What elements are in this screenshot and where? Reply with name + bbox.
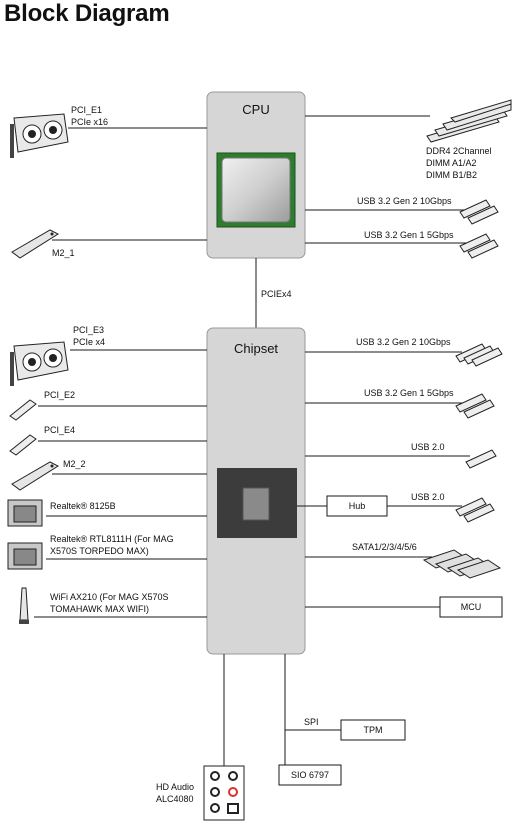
graphics-card-icon — [10, 341, 69, 386]
m2-2-label: M2_2 — [63, 459, 86, 469]
audio-jack-panel-icon — [203, 765, 245, 821]
tpm-box — [340, 719, 406, 741]
ddr4-label: DDR4 2Channel — [426, 146, 492, 156]
sata-label: SATA1/2/3/4/5/6 — [352, 542, 417, 552]
chipset-chip-icon — [217, 468, 297, 538]
pci-e1-label: PCI_E1 — [71, 105, 102, 115]
usb-drive-icon — [465, 449, 497, 469]
wifi-ax210-model-label: TOMAHAWK MAX WIFI) — [50, 604, 149, 614]
usb-drive-icon — [455, 393, 495, 419]
chipset-usb2-label: USB 2.0 — [411, 442, 445, 452]
hub-label: Hub — [349, 501, 366, 511]
m2-ssd-icon — [11, 461, 60, 491]
cpu-label: CPU — [242, 102, 269, 117]
dimm-a-label: DIMM A1/A2 — [426, 158, 477, 168]
cpu-chip-icon — [216, 152, 296, 228]
cpu-usb-gen2-label: USB 3.2 Gen 2 10Gbps — [357, 196, 452, 206]
m2-1-label: M2_1 — [52, 248, 75, 258]
ethernet-port-icon — [7, 499, 43, 527]
usb-drive-icon — [459, 233, 499, 259]
sata-drive-icon — [422, 549, 502, 579]
realtek-8125b-label: Realtek® 8125B — [50, 501, 116, 511]
tpm-label: TPM — [364, 725, 383, 735]
dimm-memory-icon — [426, 99, 512, 143]
ethernet-port-icon — [7, 542, 43, 570]
realtek-rtl8111h-model-label: X570S TORPEDO MAX) — [50, 546, 149, 556]
wifi-ax210-label: WiFi AX210 (For MAG X570S — [50, 592, 169, 602]
chipset-usb-gen1-label: USB 3.2 Gen 1 5Gbps — [364, 388, 454, 398]
m2-ssd-icon — [11, 229, 60, 259]
wifi-antenna-icon — [19, 587, 29, 624]
spi-label: SPI — [304, 717, 319, 727]
cpu-block: CPU — [206, 91, 306, 259]
hd-audio-label: HD Audio — [156, 782, 194, 792]
alc4080-label: ALC4080 — [156, 794, 194, 804]
pcie-slot-icon — [9, 434, 37, 456]
pci-e3-type-label: PCIe x4 — [73, 337, 105, 347]
mcu-label: MCU — [461, 602, 482, 612]
pciex4-label: PCIEx4 — [261, 289, 292, 299]
pci-e3-label: PCI_E3 — [73, 325, 104, 335]
pci-e4-label: PCI_E4 — [44, 425, 75, 435]
sio-box — [278, 764, 342, 786]
pci-e1-type-label: PCIe x16 — [71, 117, 108, 127]
pci-e2-label: PCI_E2 — [44, 390, 75, 400]
usb-drive-icon — [455, 343, 503, 367]
usb-drive-icon — [459, 199, 499, 225]
page-title: Block Diagram — [4, 0, 170, 27]
usb-drive-icon — [455, 497, 495, 523]
chipset-usb-gen2-label: USB 3.2 Gen 2 10Gbps — [356, 337, 451, 347]
graphics-card-icon — [10, 113, 69, 158]
cpu-usb-gen1-label: USB 3.2 Gen 1 5Gbps — [364, 230, 454, 240]
sio-label: SIO 6797 — [291, 770, 329, 780]
chipset-label: Chipset — [234, 341, 278, 356]
dimm-b-label: DIMM B1/B2 — [426, 170, 477, 180]
mcu-box — [439, 596, 503, 618]
pcie-slot-icon — [9, 399, 37, 421]
chipset-block: Chipset — [206, 327, 306, 655]
realtek-rtl8111h-label: Realtek® RTL8111H (For MAG — [50, 534, 174, 544]
hub-usb2-label: USB 2.0 — [411, 492, 445, 502]
